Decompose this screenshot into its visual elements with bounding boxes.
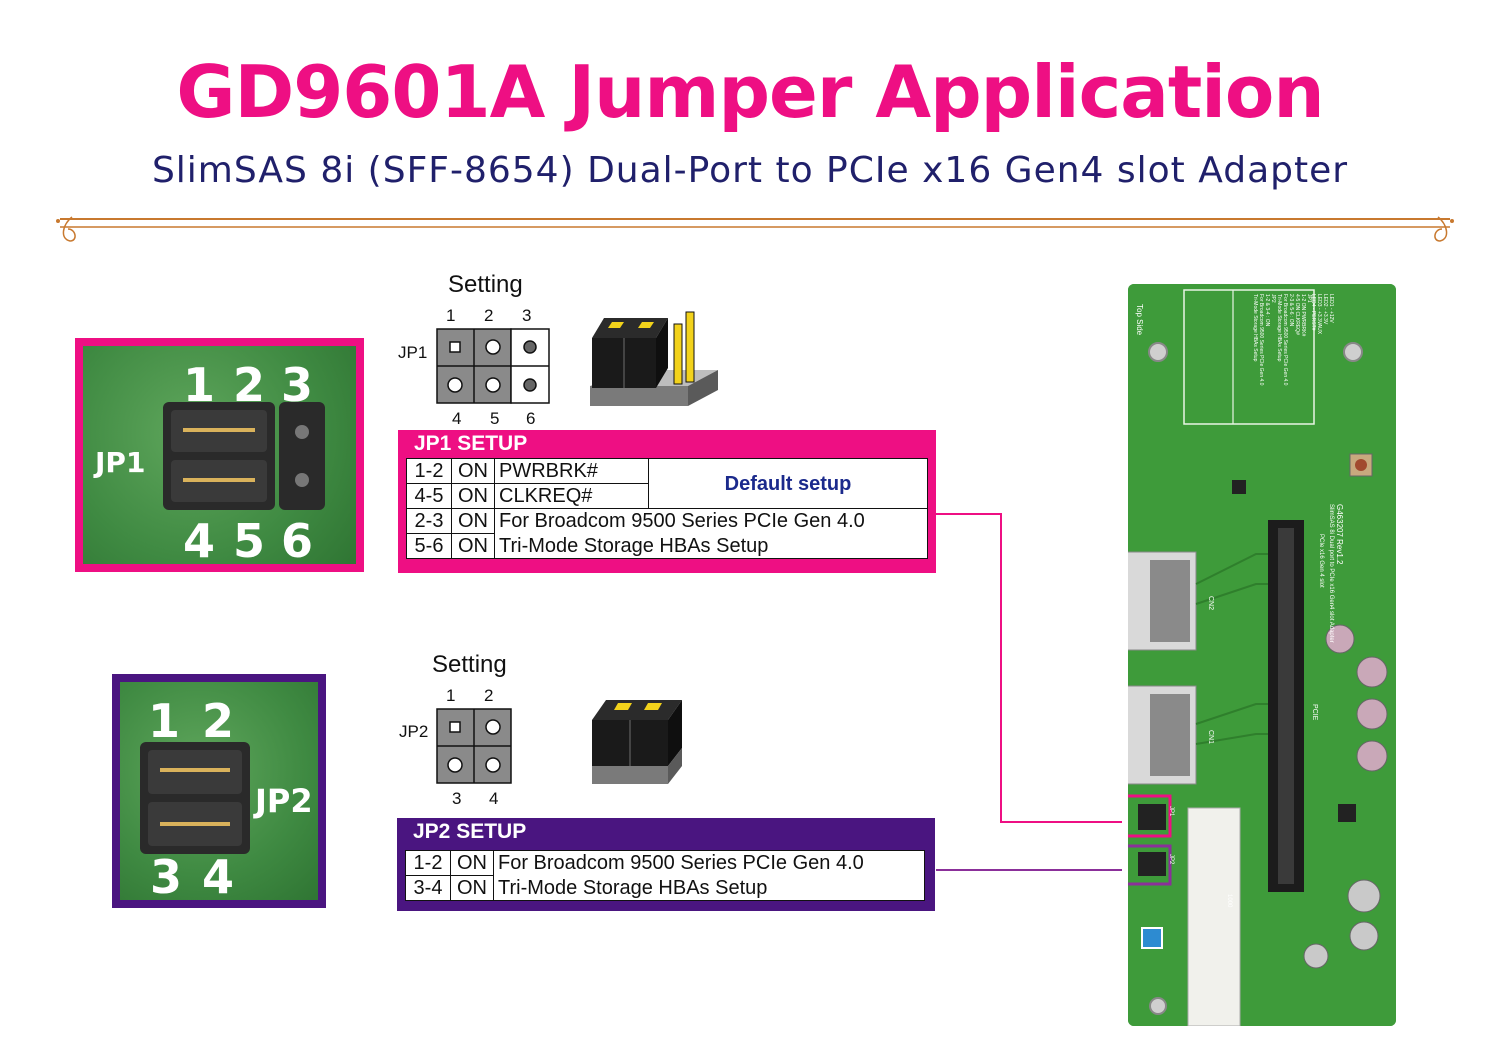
jp1-pin-label-2: 2	[484, 306, 494, 325]
board-conn-cn1: CN1	[1207, 730, 1214, 745]
board-note: 1-2 & 3-4 : ON	[1264, 294, 1270, 327]
jp1-row-1-state: ON	[451, 458, 495, 484]
jp2-pin-label-4: 4	[489, 789, 499, 808]
jp2-row-1-pins: 1-2	[405, 850, 451, 876]
jp2-photo-pin-3: 3	[150, 850, 183, 904]
decorative-divider	[56, 216, 1454, 242]
jp1-row-3-state: ON	[451, 508, 495, 534]
jp1-pin-label-5: 5	[490, 409, 500, 428]
jp2-jumper-3d-illustration	[592, 700, 682, 784]
board-desc-line1: SlimSAS 8i Dual port to PCIe x16 Gen4 sl…	[1328, 504, 1334, 643]
jp1-row-3-desc: For Broadcom 9500 Series PCIe Gen 4.0	[494, 508, 928, 534]
board-led-note: LED1 - +12V	[1328, 294, 1334, 323]
board-slot-label: PCIE	[1311, 704, 1318, 721]
board-led-note: LED3 - +3.3VAUX	[1316, 294, 1322, 335]
jp1-pin-diagram	[436, 328, 550, 404]
jp1-default-setup-label: Default setup	[648, 458, 928, 509]
table-row: 4-5 ON CLKREQ#	[406, 483, 928, 509]
table-row: 3-4 ON Tri-Mode Storage HBAs Setup	[405, 875, 925, 901]
jp1-row-2-pins: 4-5	[406, 483, 452, 509]
pcb-board-drawing	[1128, 284, 1396, 1026]
jp2-row-2-pins: 3-4	[405, 875, 451, 901]
jp1-callout-line	[936, 513, 1122, 823]
jp1-jumper-3d-illustration	[590, 311, 718, 406]
table-row: 5-6 ON Tri-Mode Storage HBAs Setup	[406, 533, 928, 559]
board-led-notes: LED1 - +12V LED2 - +3.3V LED3 - +3.3VAUX…	[1310, 294, 1334, 404]
jp1-photo-pin-6: 6	[281, 514, 314, 568]
jp1-photo-pin-4: 4	[183, 514, 216, 568]
jp1-row-1-desc: PWRBRK#	[494, 458, 649, 484]
board-note: 4-5 ON CLKREQ#	[1294, 294, 1300, 335]
board-note: 2-3 & 5-6 : ON	[1288, 294, 1294, 327]
jp1-setup-panel: JP1 SETUP 1-2 ON PWRBRK# Default setup 4…	[398, 430, 936, 573]
jp1-pin-label-3: 3	[522, 306, 532, 325]
board-led-note: LED2 - +3.3V	[1322, 294, 1328, 325]
table-row: 1-2 ON For Broadcom 9500 Series PCIe Gen…	[405, 850, 925, 876]
jp1-row-4-desc: Tri-Mode Storage HBAs Setup	[494, 533, 928, 559]
jp2-pin-label-2: 2	[484, 686, 494, 705]
jp2-setup-table: 1-2 ON For Broadcom 9500 Series PCIe Gen…	[405, 850, 925, 901]
jp2-setup-title: JP2 SETUP	[413, 820, 527, 843]
jp2-photo-pin-2: 2	[202, 694, 235, 748]
jp1-row-4-state: ON	[451, 533, 495, 559]
table-row: 1-2 ON PWRBRK# Default setup	[406, 458, 928, 509]
jp2-photo-pin-4: 4	[202, 850, 235, 904]
jp1-photo-header	[163, 402, 325, 510]
jp2-row-1-desc: For Broadcom 9500 Series PCIe Gen 4.0	[493, 850, 925, 876]
board-note: 1-2 ON PWRBRK#	[1300, 294, 1306, 337]
board-notes: JP1 1-2 ON PWRBRK# 4-5 ON CLKREQ# 2-3 & …	[1252, 294, 1312, 424]
jp2-row-1-state: ON	[450, 850, 494, 876]
jp1-setup-table: 1-2 ON PWRBRK# Default setup 4-5 ON CLKR…	[406, 458, 928, 559]
jp1-setting-title: Setting	[448, 271, 523, 298]
jp1-row-4-pins: 5-6	[406, 533, 452, 559]
board-cap-label: 1000	[1226, 894, 1232, 908]
jp2-photo: 1 2 3 4 JP2	[112, 674, 326, 908]
jp2-pin-diagram	[436, 708, 512, 784]
board-jp1-label: JP1	[1168, 806, 1174, 817]
board-desc-line2: PCIe x16 Gen 4 slot	[1318, 534, 1324, 588]
board-conn-cn2: CN2	[1207, 596, 1214, 611]
jp2-row-2-desc: Tri-Mode Storage HBAs Setup	[493, 875, 925, 901]
board-side-label: Top Side	[1135, 304, 1144, 336]
board-note: Tri-Mode Storage HBAs Setup	[1252, 294, 1258, 362]
jp1-setup-title: JP1 SETUP	[414, 432, 528, 455]
jp1-photo-pin-5: 5	[233, 514, 266, 568]
board-note: For Broadcom 9500 Series PCIe Gen 4.0	[1258, 294, 1264, 386]
jp2-setup-panel: JP2 SETUP 1-2 ON For Broadcom 9500 Serie…	[397, 818, 935, 911]
jp1-row-1-pins: 1-2	[406, 458, 452, 484]
board-note: Tri-Mode Storage HBAs Setup	[1276, 294, 1282, 362]
jp2-pin-label-1: 1	[446, 686, 456, 705]
jp1-row-2-desc: CLKREQ#	[494, 483, 649, 509]
callout-lines	[936, 513, 1122, 871]
jp2-photo-label: JP2	[255, 782, 313, 820]
jp1-row-3-pins: 2-3	[406, 508, 452, 534]
board-led-note: LED4 - PERST#	[1310, 294, 1316, 331]
page-subtitle: SlimSAS 8i (SFF-8654) Dual-Port to PCIe …	[151, 150, 1349, 191]
jp1-photo: 1 2 3 4 5 6 JP1	[75, 338, 364, 572]
jp2-photo-header	[140, 742, 250, 854]
jp2-row-2-state: ON	[450, 875, 494, 901]
jp2-photo-pin-1: 1	[148, 694, 181, 748]
jp2-diagram-label: JP2	[399, 722, 429, 741]
jp1-pin-label-4: 4	[452, 409, 462, 428]
board-model-label: G463207 Rev1.2	[1335, 504, 1344, 565]
jp1-row-2-state: ON	[451, 483, 495, 509]
jp2-setting-title: Setting	[432, 651, 507, 678]
jp1-photo-label: JP1	[95, 446, 146, 479]
jp1-pin-label-6: 6	[526, 409, 536, 428]
table-row: 2-3 ON For Broadcom 9500 Series PCIe Gen…	[406, 508, 928, 534]
board-jp2-label: JP2	[1168, 854, 1174, 865]
jp1-pin-label-1: 1	[446, 306, 456, 325]
page-title: GD9601A Jumper Application	[176, 50, 1324, 134]
jp2-pin-label-3: 3	[452, 789, 462, 808]
jp1-diagram-label: JP1	[398, 343, 428, 362]
board-note: For Broadcom 9500 Series PCIe Gen 4.0	[1282, 294, 1288, 386]
pcb-board: Top Side G463207 Rev1.2 SlimSAS 8i Dual …	[1128, 284, 1396, 1026]
